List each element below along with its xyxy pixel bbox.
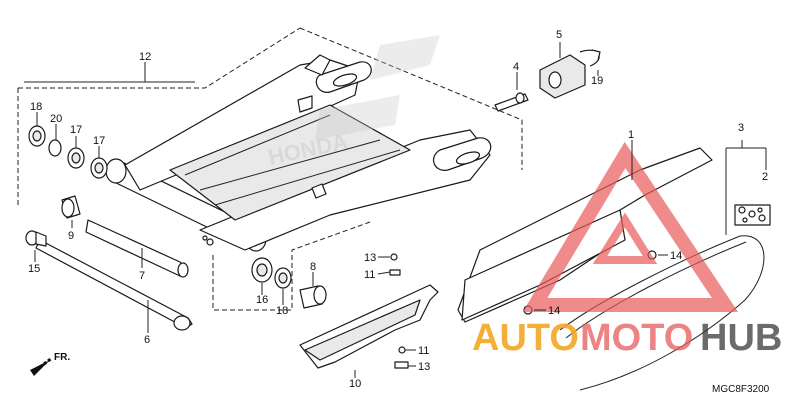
leader-lines bbox=[34, 42, 767, 378]
diagram-code: MGC8F3200 bbox=[712, 384, 770, 395]
callout-9: 9 bbox=[68, 230, 74, 242]
watermark-hub: HUB bbox=[700, 317, 782, 359]
adjuster-parts bbox=[494, 49, 601, 112]
callout-14-left: 14 bbox=[548, 305, 560, 317]
swingarm-frame bbox=[105, 54, 492, 252]
callout-12: 12 bbox=[139, 51, 151, 63]
callout-11-bottom: 11 bbox=[418, 345, 429, 357]
callout-labels: 12 18 20 17 17 9 15 7 6 16 18 8 13 11 10… bbox=[28, 29, 768, 390]
callout-16: 16 bbox=[256, 294, 268, 306]
callout-17-right: 17 bbox=[93, 135, 105, 147]
watermark-auto: AUTO bbox=[472, 317, 579, 359]
callout-17-left: 17 bbox=[70, 124, 82, 136]
callout-3: 3 bbox=[738, 122, 744, 134]
group-12-outline bbox=[17, 27, 523, 311]
callout-8: 8 bbox=[310, 261, 316, 273]
callout-10: 10 bbox=[349, 378, 361, 390]
callout-14-right: 14 bbox=[670, 250, 682, 262]
chain-slider bbox=[299, 253, 439, 369]
callout-20: 20 bbox=[50, 113, 62, 125]
watermark-moto: MOTO bbox=[580, 317, 693, 359]
callout-13-bottom: 13 bbox=[418, 361, 430, 373]
callout-5: 5 bbox=[556, 29, 562, 41]
front-direction-label: FR. bbox=[54, 352, 70, 363]
callout-13-top: 13 bbox=[364, 252, 376, 264]
callout-4: 4 bbox=[513, 61, 519, 73]
callout-6: 6 bbox=[144, 334, 150, 346]
callout-19: 19 bbox=[591, 75, 603, 87]
pivot-bearing-parts bbox=[25, 125, 327, 331]
callout-18-bottom: 18 bbox=[276, 305, 288, 317]
callout-1: 1 bbox=[628, 129, 634, 141]
callout-11-top: 11 bbox=[364, 269, 375, 281]
automotohub-watermark: AUTO MOTO HUB bbox=[472, 141, 782, 359]
callout-18-top: 18 bbox=[30, 101, 42, 113]
front-direction-arrow: FR. bbox=[30, 352, 70, 376]
callout-2: 2 bbox=[762, 171, 768, 183]
callout-7: 7 bbox=[139, 270, 145, 282]
callout-15: 15 bbox=[28, 263, 40, 275]
drive-chain bbox=[559, 204, 771, 391]
